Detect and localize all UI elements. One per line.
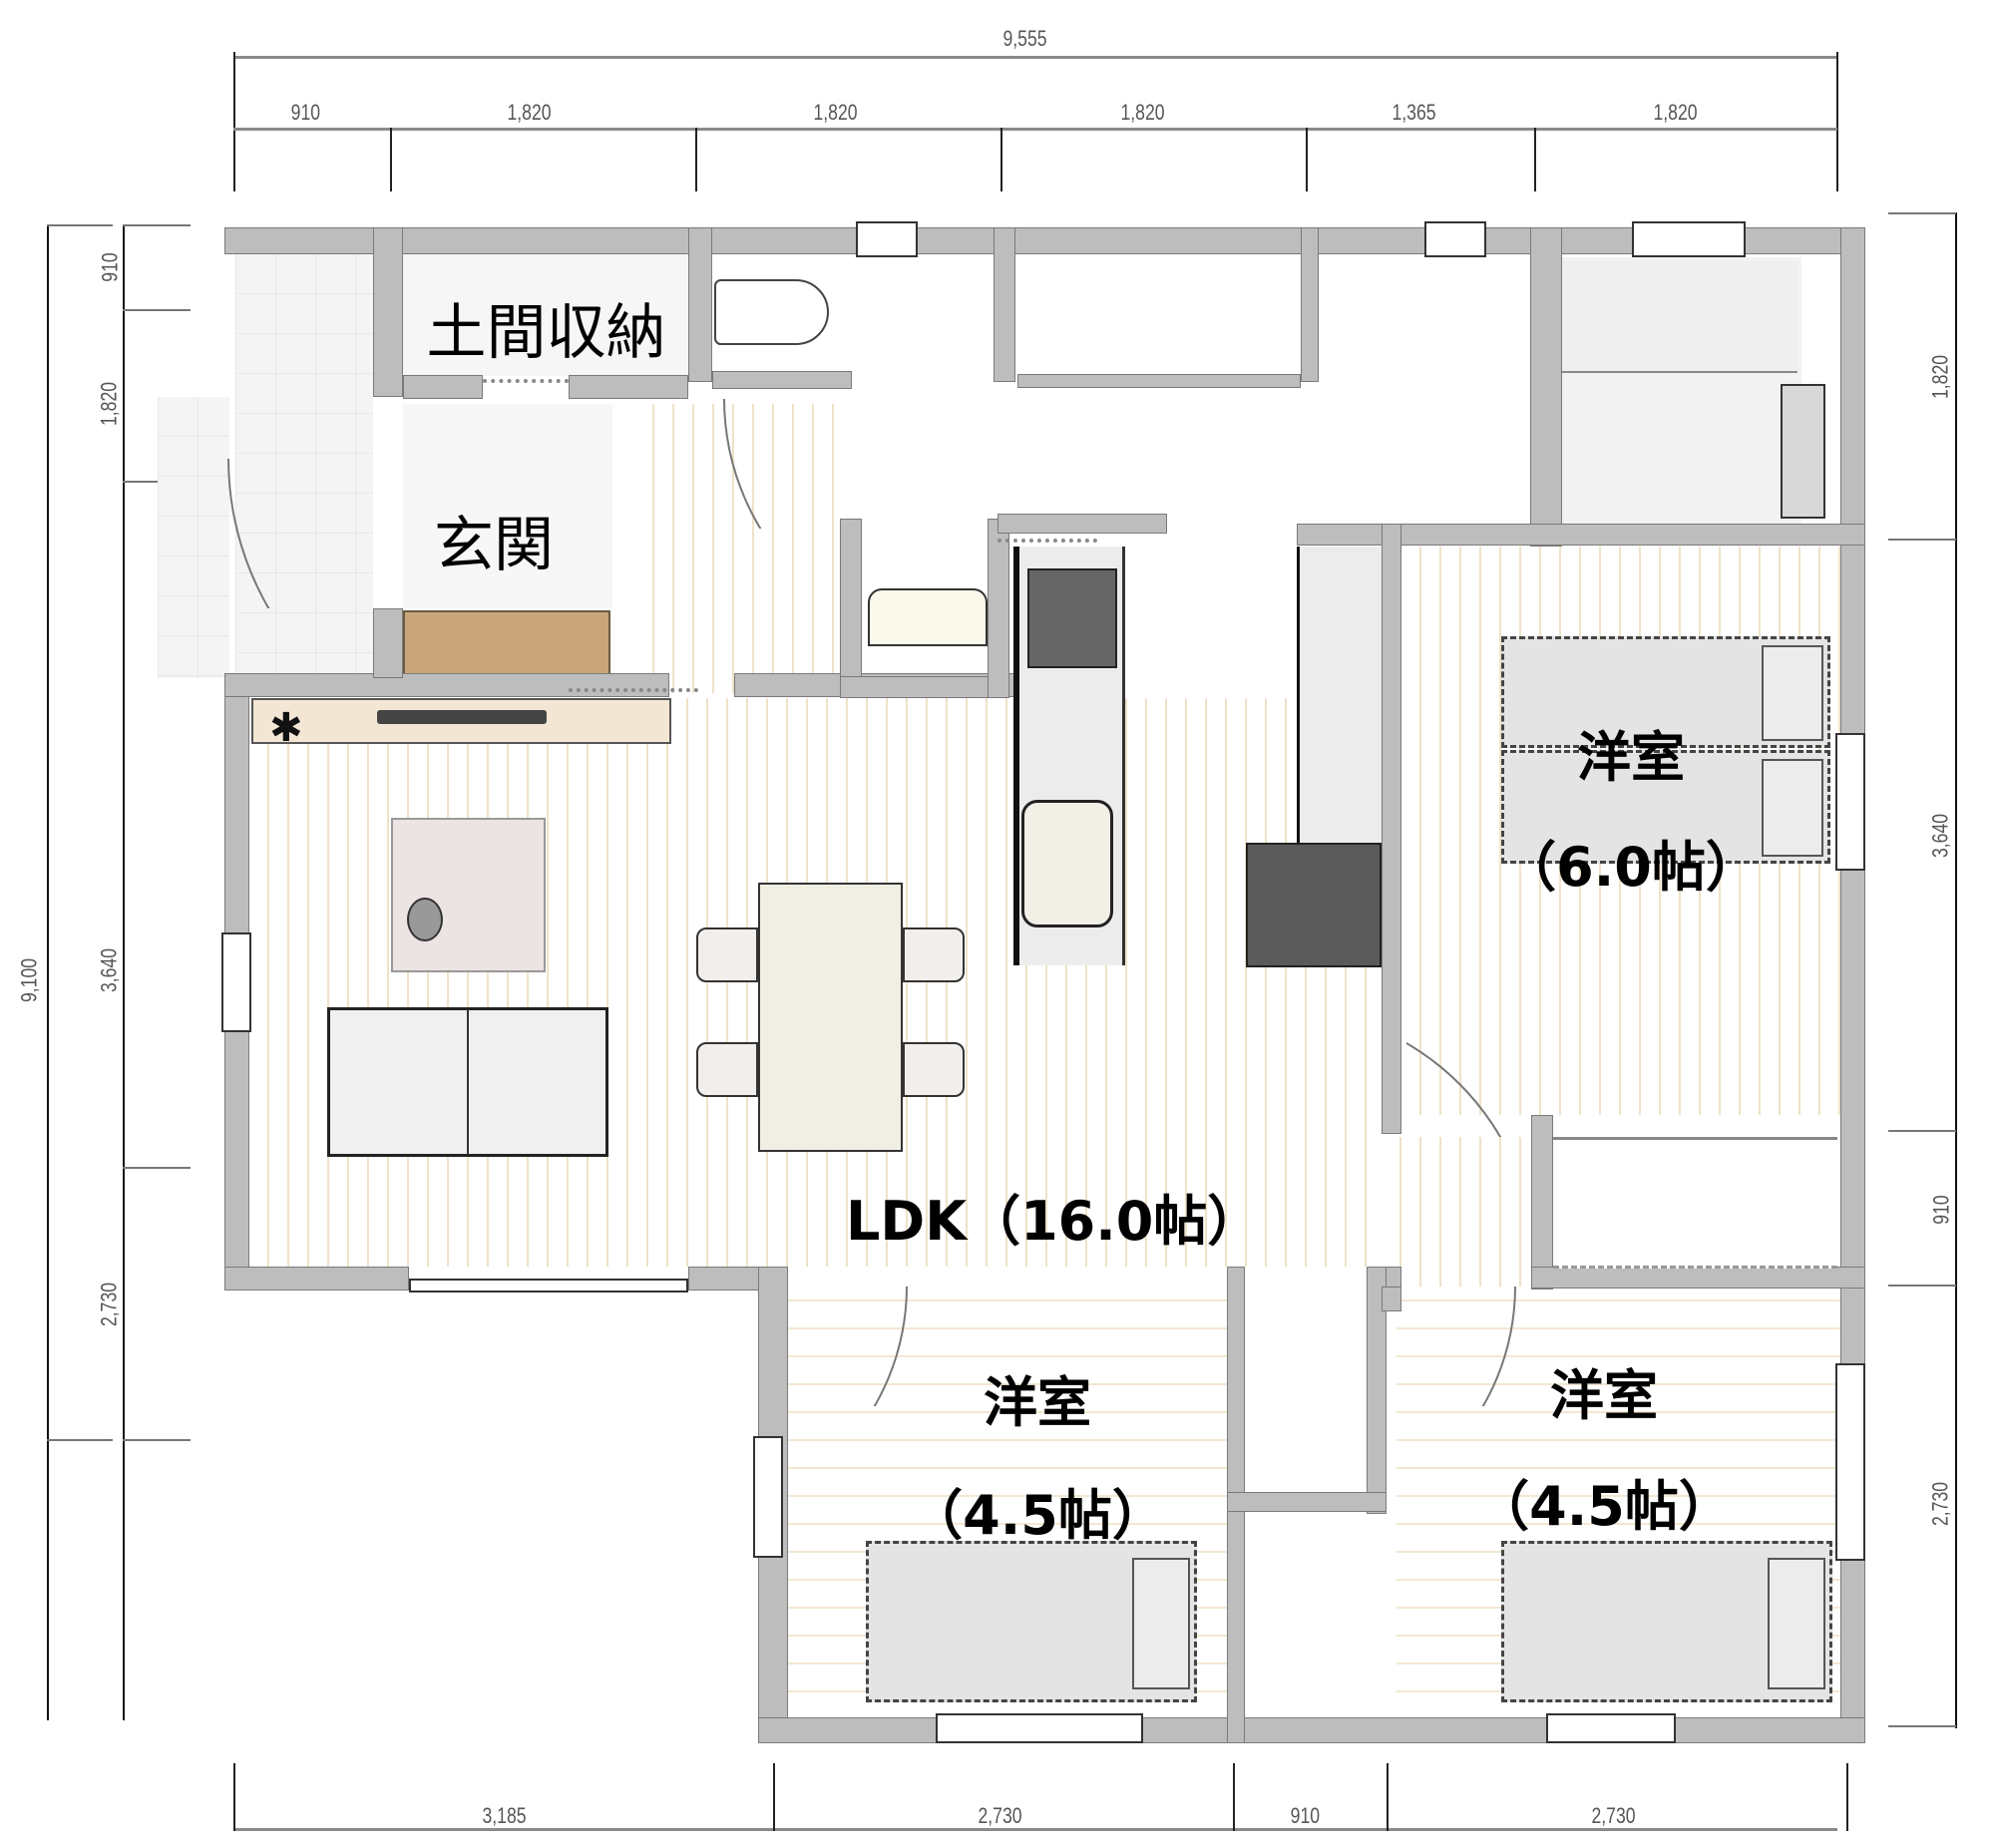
washbasin-icon (868, 588, 988, 646)
top-dim-4: 1,820 (1120, 100, 1165, 125)
left-dim-4: 2,730 (96, 1282, 122, 1327)
left-dim-3: 3,640 (96, 947, 122, 993)
overall-depth-label: 9,100 (16, 957, 42, 1003)
stove-icon (1027, 568, 1117, 668)
right-dim-3: 910 (1928, 1195, 1954, 1225)
bedroom-se-area: （4.5帖） (1475, 1475, 1733, 1538)
top-dim-1: 910 (290, 100, 321, 125)
sink-icon (1021, 800, 1113, 927)
bedroom-sw-label: 洋室 (984, 1371, 1091, 1434)
pantry-shelf (1297, 547, 1382, 846)
dining-table (758, 883, 903, 1152)
bottom-dim-4: 2,730 (1591, 1803, 1636, 1828)
plant-icon: ✱ (269, 705, 303, 751)
bed-south-west (866, 1541, 1197, 1702)
doma-storage-floor (403, 254, 687, 376)
dining-chair (903, 1042, 965, 1097)
top-dim-3: 1,820 (813, 100, 858, 125)
closet-top-2 (1319, 254, 1530, 524)
bed-south-east (1501, 1541, 1832, 1702)
right-dim-2: 3,640 (1927, 813, 1953, 859)
left-dim-2: 1,820 (96, 381, 122, 427)
hall-south-floor (1382, 1137, 1531, 1287)
ldk-label: LDK（16.0帖） (846, 1190, 1262, 1253)
fridge-icon (1246, 843, 1382, 967)
tv-board (251, 698, 671, 744)
overall-width-label: 9,555 (1002, 26, 1047, 51)
right-dim-1: 1,820 (1927, 354, 1953, 400)
entrance-porch (158, 397, 229, 678)
bathtub-icon (1562, 261, 1797, 373)
doma-storage-label: 土間収納 (426, 298, 666, 368)
bed-east-lower (1501, 750, 1830, 864)
right-dim-4: 2,730 (1927, 1481, 1953, 1527)
bedroom-se-label: 洋室 (1550, 1364, 1658, 1427)
top-dim-2: 1,820 (507, 100, 552, 125)
rug (391, 818, 546, 972)
bottom-dim-1: 3,185 (482, 1803, 527, 1828)
bedroom-east-label: 洋室 (1577, 726, 1685, 789)
toilet-icon (714, 279, 829, 345)
left-dim-1: 910 (97, 252, 123, 282)
robot-vacuum-icon (407, 898, 443, 941)
bedroom-sw-area: （4.5帖） (909, 1484, 1166, 1547)
sofa-divider (467, 1009, 469, 1155)
entrance-label: 玄関 (434, 511, 554, 580)
washing-machine-icon (1781, 384, 1825, 519)
shoe-cabinet (403, 610, 610, 675)
top-dim-5: 1,365 (1392, 100, 1436, 125)
bedroom-east-area: （6.0帖） (1502, 836, 1760, 899)
dining-chair (696, 927, 758, 982)
tv-icon (377, 710, 547, 724)
bottom-dim-3: 910 (1290, 1803, 1321, 1828)
closet-east (1553, 1137, 1837, 1269)
bottom-dim-2: 2,730 (978, 1803, 1022, 1828)
dining-chair (696, 1042, 758, 1097)
entrance-hall-floor (403, 404, 612, 608)
top-dim-6: 1,820 (1653, 100, 1698, 125)
bed-east-upper (1501, 636, 1830, 748)
dining-chair (903, 927, 965, 982)
closet-top-1 (1017, 254, 1301, 376)
